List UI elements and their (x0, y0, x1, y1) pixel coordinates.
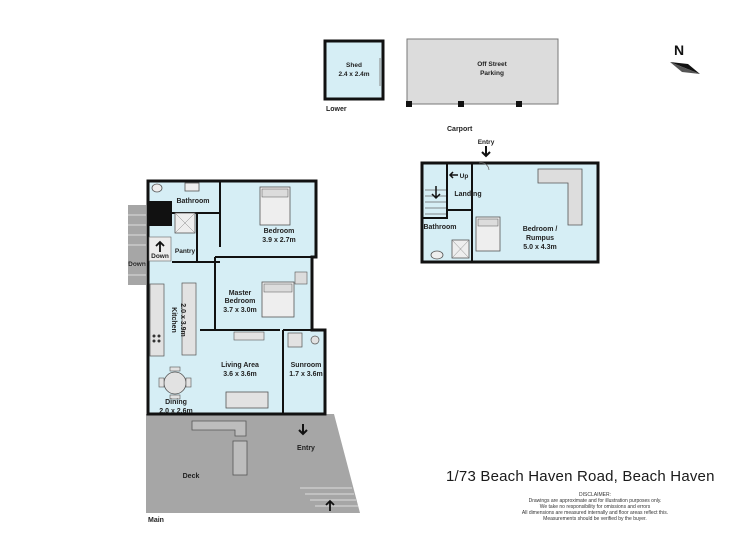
sunroom-label: Sunroom (291, 362, 322, 369)
disclaimer-line-4: Measurements should be verified by the b… (543, 516, 647, 522)
lower-label: Lower (326, 106, 347, 113)
main-bathroom-label: Bathroom (176, 198, 209, 205)
master-label-1: Master (229, 290, 252, 297)
main-unit: Down Deck (128, 179, 360, 513)
compass-icon: N (670, 42, 700, 74)
disclaimer: DISCLAIMER: Drawings are approximate and… (495, 492, 695, 522)
sunroom-size: 1.7 x 3.6m (289, 371, 322, 378)
disclaimer-title: DISCLAIMER: (579, 492, 611, 498)
parking-label-2: Parking (480, 70, 504, 77)
down-inner-label: Down (151, 253, 169, 260)
deck-label: Deck (183, 473, 200, 480)
carport-label: Carport (447, 126, 473, 133)
upper-up-label: Up (460, 173, 469, 180)
upper-entry-label: Entry (478, 139, 495, 146)
carport: Off Street Parking (406, 38, 559, 107)
landing-label: Landing (454, 191, 481, 198)
down-outer-label: Down (128, 261, 146, 268)
master-size: 3.7 x 3.0m (223, 307, 256, 314)
shed-size: 2.4 x 2.4m (338, 71, 369, 78)
kitchen-label: Kitchen (170, 307, 177, 333)
upper-bathroom-label: Bathroom (423, 224, 456, 231)
living-label: Living Area (221, 362, 259, 369)
address-title: 1/73 Beach Haven Road, Beach Haven (446, 468, 715, 485)
rumpus-size: 5.0 x 4.3m (523, 244, 556, 251)
disclaimer-line-3: All dimensions are measured internally a… (521, 510, 669, 516)
living-size: 3.6 x 3.6m (223, 371, 256, 378)
pantry-label: Pantry (175, 248, 196, 255)
rumpus-label-1: Bedroom / (523, 226, 558, 233)
master-label-2: Bedroom (225, 298, 256, 305)
parking-label-1: Off Street (477, 61, 507, 68)
kitchen-size: 2.0 x 3.9m (179, 303, 186, 336)
dining-label: Dining (165, 399, 187, 406)
rumpus-label-2: Rumpus (526, 235, 554, 242)
disclaimer-line-2: We take no responsibility for omissions … (539, 504, 651, 510)
compass-north-label: N (674, 42, 684, 58)
disclaimer-line-1: Drawings are approximate and for illustr… (528, 498, 662, 504)
main-entry-label: Entry (297, 445, 315, 452)
bedroom-size: 3.9 x 2.7m (262, 237, 295, 244)
shed: Shed 2.4 x 2.4m (323, 39, 385, 101)
upper-unit: Up Entry Landing Bedroom / Rumpus 5.0 x … (420, 139, 600, 264)
dining-size: 2.0 x 2.6m (159, 408, 192, 415)
main-label: Main (148, 517, 164, 524)
bedroom-label: Bedroom (264, 228, 295, 235)
shed-label: Shed (346, 62, 362, 69)
